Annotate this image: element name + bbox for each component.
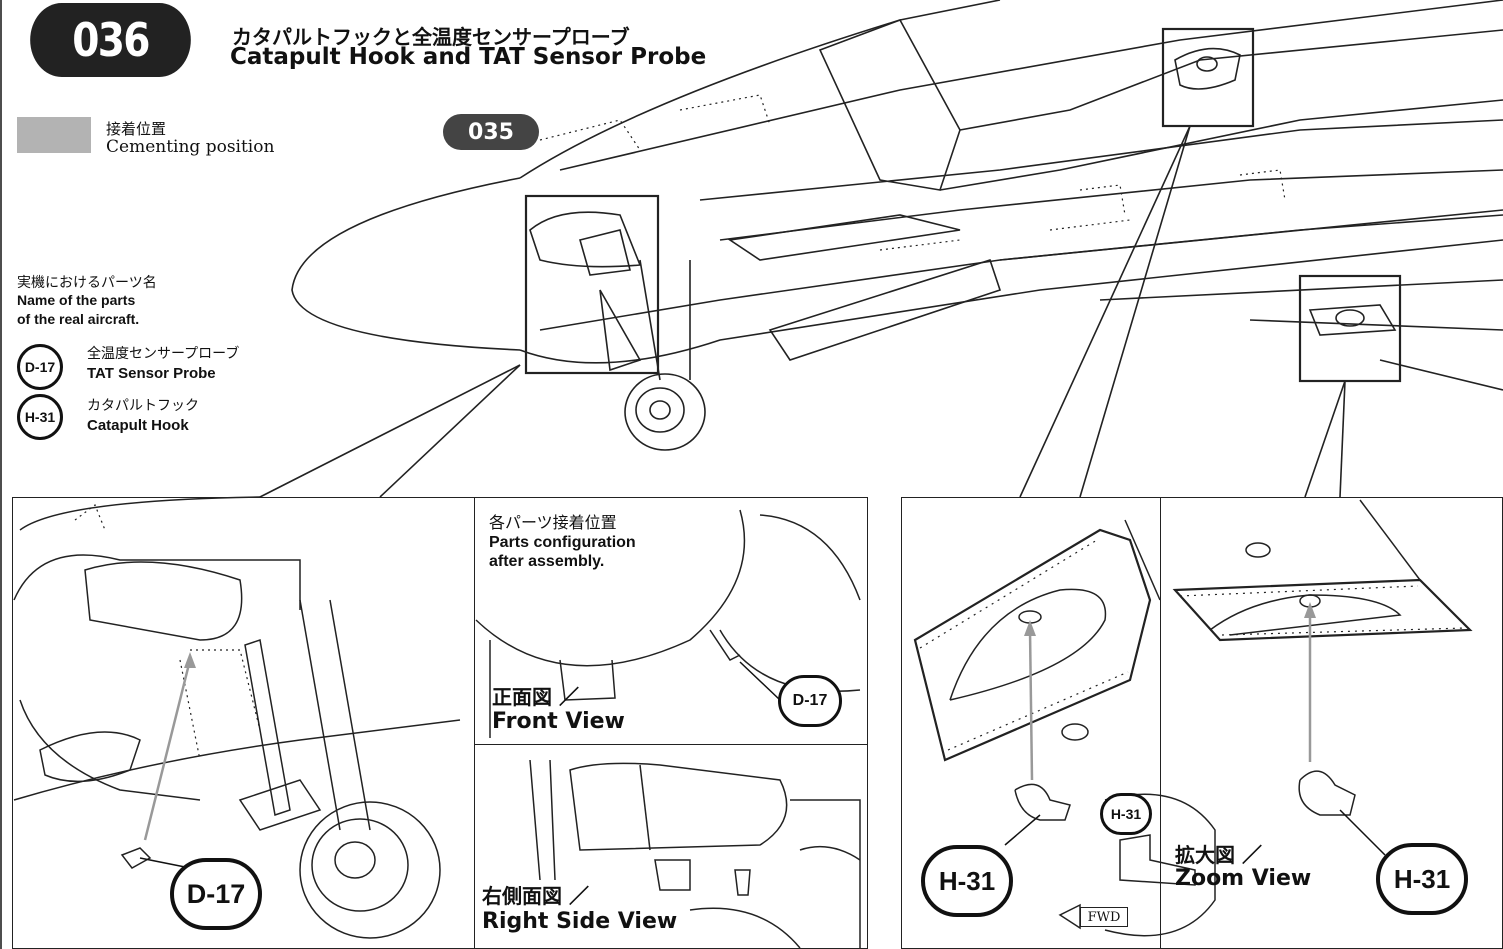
legend-badge-d17: D-17 bbox=[17, 344, 63, 390]
side-view-label-en: Right Side View bbox=[482, 909, 678, 934]
side-view-label-jp: 右側面図 ／ bbox=[482, 884, 589, 908]
parts-names-heading-en-line1: Name of the parts bbox=[17, 292, 136, 308]
config-label-en-line1: Parts configuration bbox=[489, 534, 636, 551]
zoom-view-label-jp: 拡大図 ／ bbox=[1175, 843, 1262, 867]
parts-names-heading-en-line2: of the real aircraft. bbox=[17, 311, 140, 327]
step-title-en: Catapult Hook and TAT Sensor Probe bbox=[230, 44, 707, 70]
cementing-label-en: Cementing position bbox=[106, 137, 275, 157]
config-label-en-line2: after assembly. bbox=[489, 553, 605, 570]
legend-h31-name-en: Catapult Hook bbox=[87, 417, 189, 434]
front-view-label-en: Front View bbox=[492, 709, 625, 734]
parts-names-heading-jp: 実機におけるパーツ名 bbox=[17, 275, 157, 291]
cementing-label-jp: 接着位置 bbox=[106, 120, 167, 138]
callout-h31-left: H-31 bbox=[921, 845, 1013, 917]
zoom-view-label-en: Zoom View bbox=[1175, 866, 1312, 891]
legend-badge-h31: H-31 bbox=[17, 394, 63, 440]
parts-names-heading-en: Name of the parts of the real aircraft. bbox=[17, 291, 197, 329]
callout-d17-large: D-17 bbox=[170, 858, 262, 930]
callout-d17-small: D-17 bbox=[778, 675, 842, 727]
callout-h31-zoom: H-31 bbox=[1100, 793, 1152, 835]
config-label-en: Parts configuration after assembly. bbox=[489, 533, 636, 571]
step-number-badge: 036 bbox=[30, 3, 191, 77]
legend-d17-name-jp: 全温度センサープローブ bbox=[87, 346, 240, 362]
previous-step-badge: 035 bbox=[443, 114, 539, 150]
legend-d17-name-en: TAT Sensor Probe bbox=[87, 365, 216, 382]
step-title-jp: カタパルトフックと全温度センサープローブ bbox=[232, 25, 630, 49]
front-view-label-jp: 正面図 ／ bbox=[492, 685, 579, 709]
config-label-jp: 各パーツ接着位置 bbox=[489, 513, 617, 532]
cementing-swatch bbox=[17, 117, 91, 153]
legend-h31-name-jp: カタパルトフック bbox=[87, 398, 199, 414]
detail-panel-divider bbox=[1160, 497, 1161, 949]
fwd-arrow-label: FWD bbox=[1080, 907, 1128, 927]
callout-h31-right: H-31 bbox=[1376, 843, 1468, 915]
